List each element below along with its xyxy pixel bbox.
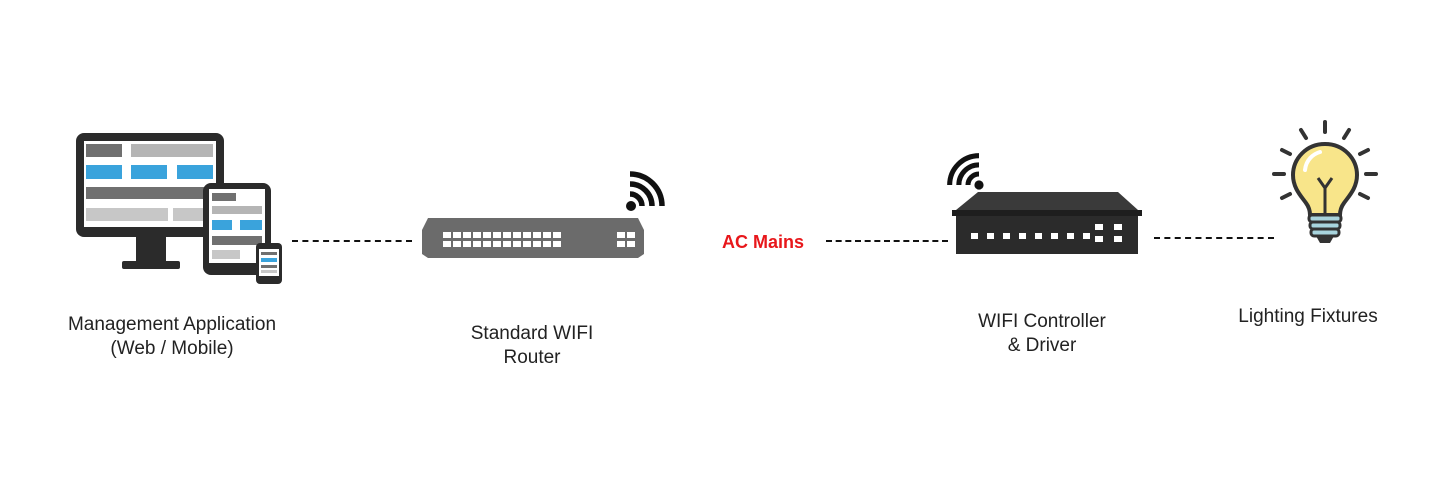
connector-app-router [292, 240, 412, 242]
router-label: Standard WIFI Router [470, 323, 594, 368]
router-icon [422, 218, 644, 258]
wifi-icon [626, 171, 665, 211]
ac-mains-label: AC Mains [722, 232, 805, 252]
connector-ac-controller [826, 240, 948, 242]
connector-controller-fixtures [1154, 237, 1274, 239]
light-bulb-icon [1272, 120, 1378, 243]
wifi-icon [947, 153, 984, 190]
devices-icon [76, 133, 282, 284]
controller-icon [952, 192, 1142, 254]
management-app-label: Management Application (Web / Mobile) [67, 314, 277, 359]
fixtures-label: Lighting Fixtures [1238, 306, 1378, 327]
controller-label: WIFI Controller & Driver [978, 311, 1106, 356]
